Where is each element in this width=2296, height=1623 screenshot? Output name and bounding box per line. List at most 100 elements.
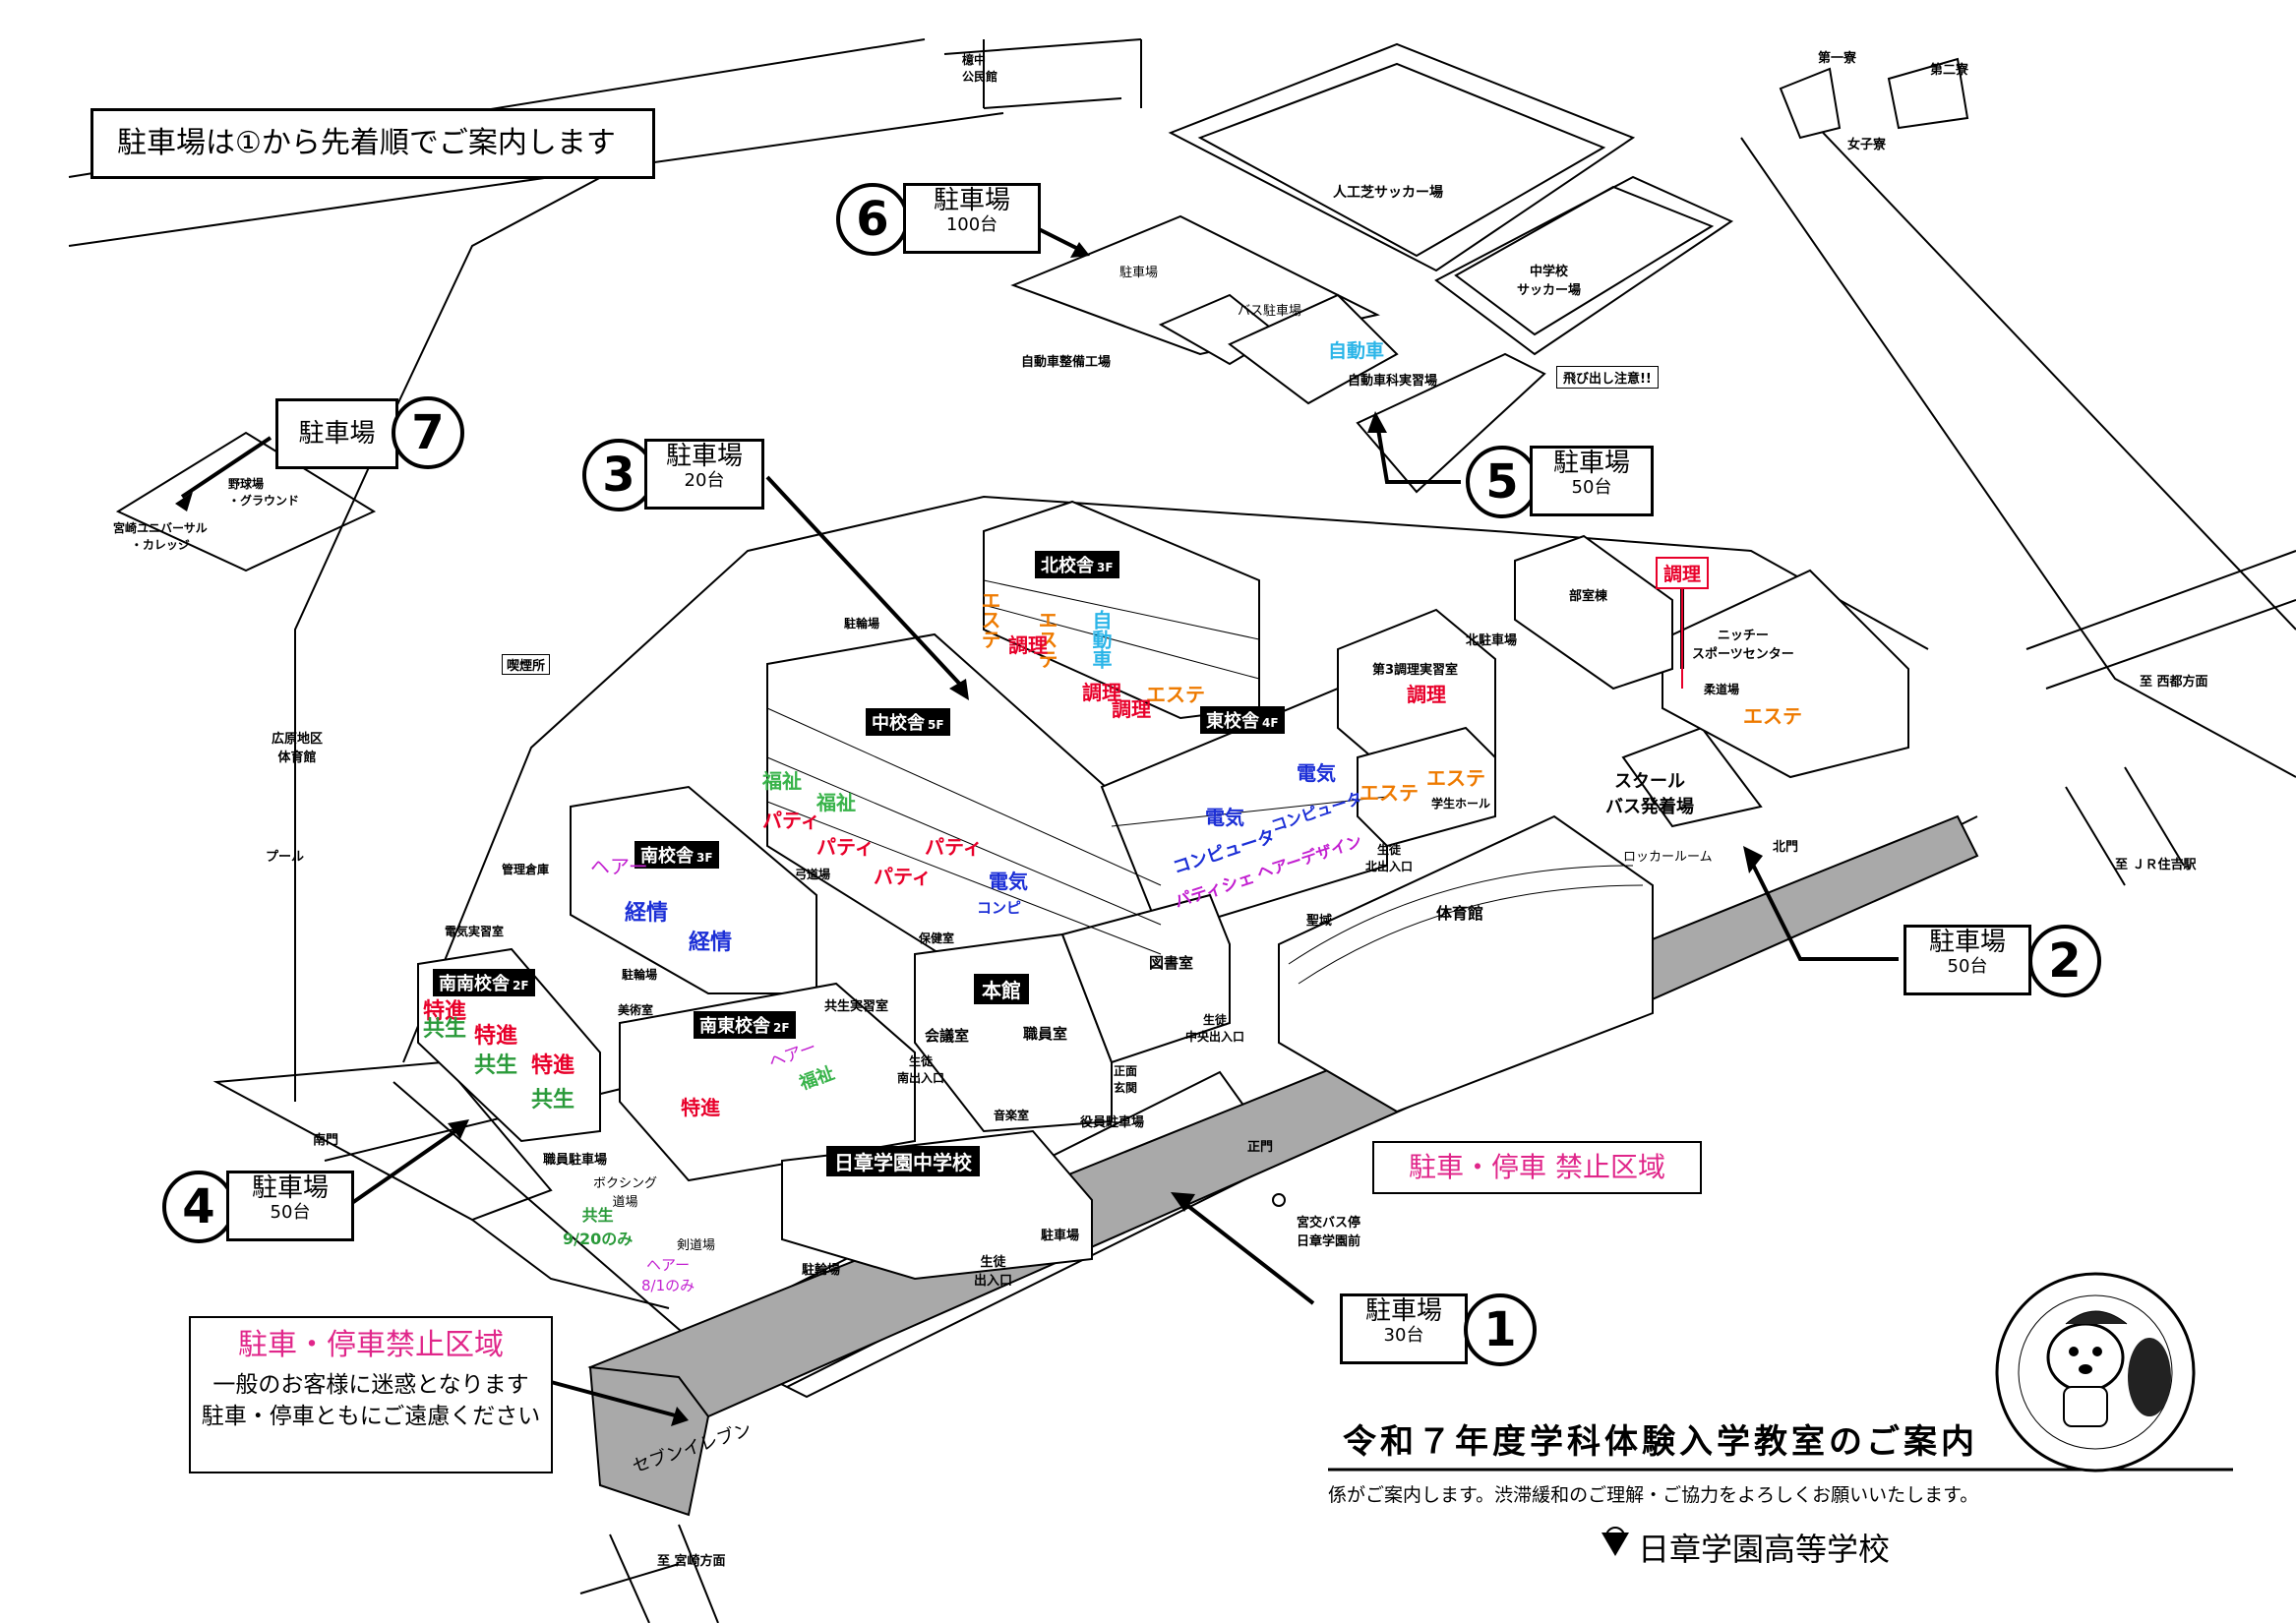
parking-1-count: 30台 bbox=[1383, 1325, 1424, 1346]
label-hair-date: ヘアー 8/1のみ bbox=[641, 1256, 695, 1294]
building-jh-label: 日章学園中学校 bbox=[826, 1146, 980, 1176]
dept-kyosei-2: 共生 bbox=[474, 1053, 518, 1078]
label-student-south: 生徒 南出入口 bbox=[897, 1054, 945, 1085]
building-south-name: 南校舎 bbox=[640, 846, 694, 867]
label-kyosei-date: 共生 9/20のみ bbox=[563, 1206, 634, 1248]
label-north-gate: 北門 bbox=[1773, 840, 1799, 855]
parking-4-number: 4 bbox=[162, 1171, 235, 1243]
parking-5-label: 駐車場 50台 bbox=[1530, 446, 1654, 516]
label-staff-lot: 職員駐車場 bbox=[543, 1153, 608, 1168]
building-east-name: 東校舎 bbox=[1206, 711, 1259, 732]
label-univ: 宮崎ユニバーサル ・カレッジ bbox=[113, 521, 208, 552]
label-student-center: 生徒 中央出入口 bbox=[1185, 1013, 1245, 1044]
label-bus-stop: 宮交バス停 日章学園前 bbox=[1297, 1216, 1361, 1249]
parking-7-number: 7 bbox=[392, 396, 464, 469]
label-jh-bike: 駐輪場 bbox=[802, 1263, 841, 1278]
building-north-floors: 3F bbox=[1097, 561, 1114, 574]
dept-pati-middle-3: パティ bbox=[874, 865, 932, 888]
school-crest-icon bbox=[1601, 1527, 1629, 1556]
mascot-logo bbox=[1995, 1272, 2196, 1473]
dept-este-east-1: エステ bbox=[1359, 781, 1419, 805]
parking-4-title: 駐車場 bbox=[251, 1173, 329, 1203]
no-parking-line1: 一般のお客様に迷惑となります bbox=[212, 1372, 529, 1398]
dept-keijo-south-2: 経情 bbox=[689, 931, 733, 955]
parking-2-number: 2 bbox=[2028, 925, 2101, 997]
label-music: 音楽室 bbox=[994, 1109, 1030, 1122]
footer-school: 日章学園高等学校 bbox=[1638, 1531, 1891, 1568]
label-hirohara: 広原地区 体育館 bbox=[272, 732, 324, 765]
dept-tokushin-4: 特進 bbox=[681, 1096, 720, 1119]
label-to-nishi: 至 西都方面 bbox=[2140, 675, 2208, 690]
label-bike-south: 駐輪場 bbox=[622, 968, 658, 982]
building-southsouth-floors: 2F bbox=[513, 979, 529, 992]
dept-kyosei-1: 共生 bbox=[423, 1017, 467, 1042]
label-north-lot: 北駐車場 bbox=[1466, 633, 1518, 648]
footer-note: 係がご案内します。渋滞緩和のご理解・ご協力をよろしくお願いいたします。 bbox=[1328, 1484, 1979, 1506]
parking-5-count: 50台 bbox=[1571, 477, 1612, 498]
parking-1-title: 駐車場 bbox=[1364, 1296, 1442, 1326]
label-student-hall: 学生ホール bbox=[1431, 797, 1491, 811]
label-community-hall: 檍中 公民館 bbox=[962, 53, 998, 84]
label-dorm1: 第一寮 bbox=[1818, 51, 1857, 66]
label-car-lab: 自動車科実習場 bbox=[1348, 374, 1438, 389]
bus-stop-icon bbox=[1272, 1193, 1286, 1207]
seven-eleven-lot bbox=[588, 1365, 710, 1517]
label-elec-lab: 電気実習室 bbox=[445, 925, 505, 938]
label-cook3-dept: 調理 bbox=[1407, 683, 1446, 706]
dept-cook-north-1: 調理 bbox=[1008, 633, 1048, 657]
label-to-miyazaki: 至 宮崎方面 bbox=[657, 1554, 726, 1569]
label-caution: 飛び出し注意!! bbox=[1556, 366, 1659, 389]
parking-2-title: 駐車場 bbox=[1928, 928, 2006, 957]
label-office-lot: 役員駐車場 bbox=[1080, 1115, 1145, 1130]
dept-este-nitchi: エステ bbox=[1743, 704, 1802, 728]
parking-4-label: 駐車場 50台 bbox=[226, 1171, 354, 1241]
parking-5-title: 駐車場 bbox=[1552, 449, 1630, 478]
dept-fukushi-middle-2: 福祉 bbox=[816, 791, 856, 814]
label-kyosei-lab: 共生実習室 bbox=[824, 999, 889, 1014]
parking-4-count: 50台 bbox=[270, 1202, 311, 1223]
parking-1-number: 1 bbox=[1464, 1293, 1537, 1366]
label-nitchi: ニッチー スポーツセンター bbox=[1692, 629, 1794, 662]
label-student-north: 生徒 北出入口 bbox=[1365, 843, 1414, 873]
parking-3-count: 20台 bbox=[684, 470, 725, 491]
label-jh-soccer: 中学校 サッカー場 bbox=[1517, 265, 1582, 298]
dept-pati-middle-1: パティ bbox=[762, 809, 820, 832]
dept-fukushi-middle-1: 福祉 bbox=[762, 769, 802, 793]
label-parking-lot: 駐車場 bbox=[1119, 266, 1159, 280]
label-kyudo: 柔道場 bbox=[1704, 683, 1740, 696]
dept-hair-south: ヘアー bbox=[590, 855, 648, 878]
dept-keijo-south-1: 経情 bbox=[625, 901, 669, 926]
label-kendo: 剣道場 bbox=[677, 1238, 716, 1253]
parking-6-count: 100台 bbox=[945, 214, 998, 235]
building-southsouth-name: 南南校舎 bbox=[439, 974, 510, 994]
notice-top-text: 駐車場は①から先着順でご案内します bbox=[117, 126, 616, 160]
notice-top: 駐車場は①から先着順でご案内します bbox=[91, 108, 655, 179]
parking-7-label: 駐車場 bbox=[275, 398, 398, 469]
label-archery: 弓道場 bbox=[795, 868, 831, 881]
dept-denki-east-1: 電気 bbox=[1205, 806, 1244, 829]
dept-denki-east-2: 電気 bbox=[1297, 761, 1336, 785]
label-locker: ロッカールーム bbox=[1623, 850, 1713, 865]
building-middle-name: 中校舎 bbox=[872, 713, 925, 734]
building-grid bbox=[766, 579, 1388, 955]
label-health: 保健室 bbox=[919, 932, 955, 945]
parking-2-count: 50台 bbox=[1947, 956, 1988, 977]
parking-6-title: 駐車場 bbox=[933, 186, 1010, 215]
label-baseball: 野球場 ・グラウンド bbox=[228, 477, 300, 508]
label-jh-lot: 駐車場 bbox=[1041, 1229, 1080, 1243]
building-east-floors: 4F bbox=[1262, 716, 1279, 730]
dept-tokushin-1: 特進 bbox=[423, 999, 467, 1024]
label-school-bus: スクール バス発着場 bbox=[1605, 771, 1694, 817]
label-south-gate: 南門 bbox=[313, 1133, 339, 1148]
buildings-outline bbox=[417, 57, 1969, 1281]
dept-tokushin-2: 特進 bbox=[474, 1024, 518, 1049]
label-turf-soccer: 人工芝サッカー場 bbox=[1333, 185, 1443, 201]
parking-2-label: 駐車場 50台 bbox=[1903, 925, 2031, 995]
label-dorm2: 第二寮 bbox=[1930, 63, 1969, 78]
dept-este-north-1: エステ bbox=[978, 590, 1001, 649]
no-parking-title: 駐車・停車禁止区域 bbox=[238, 1328, 504, 1362]
parking-6-label: 駐車場 100台 bbox=[903, 183, 1041, 254]
